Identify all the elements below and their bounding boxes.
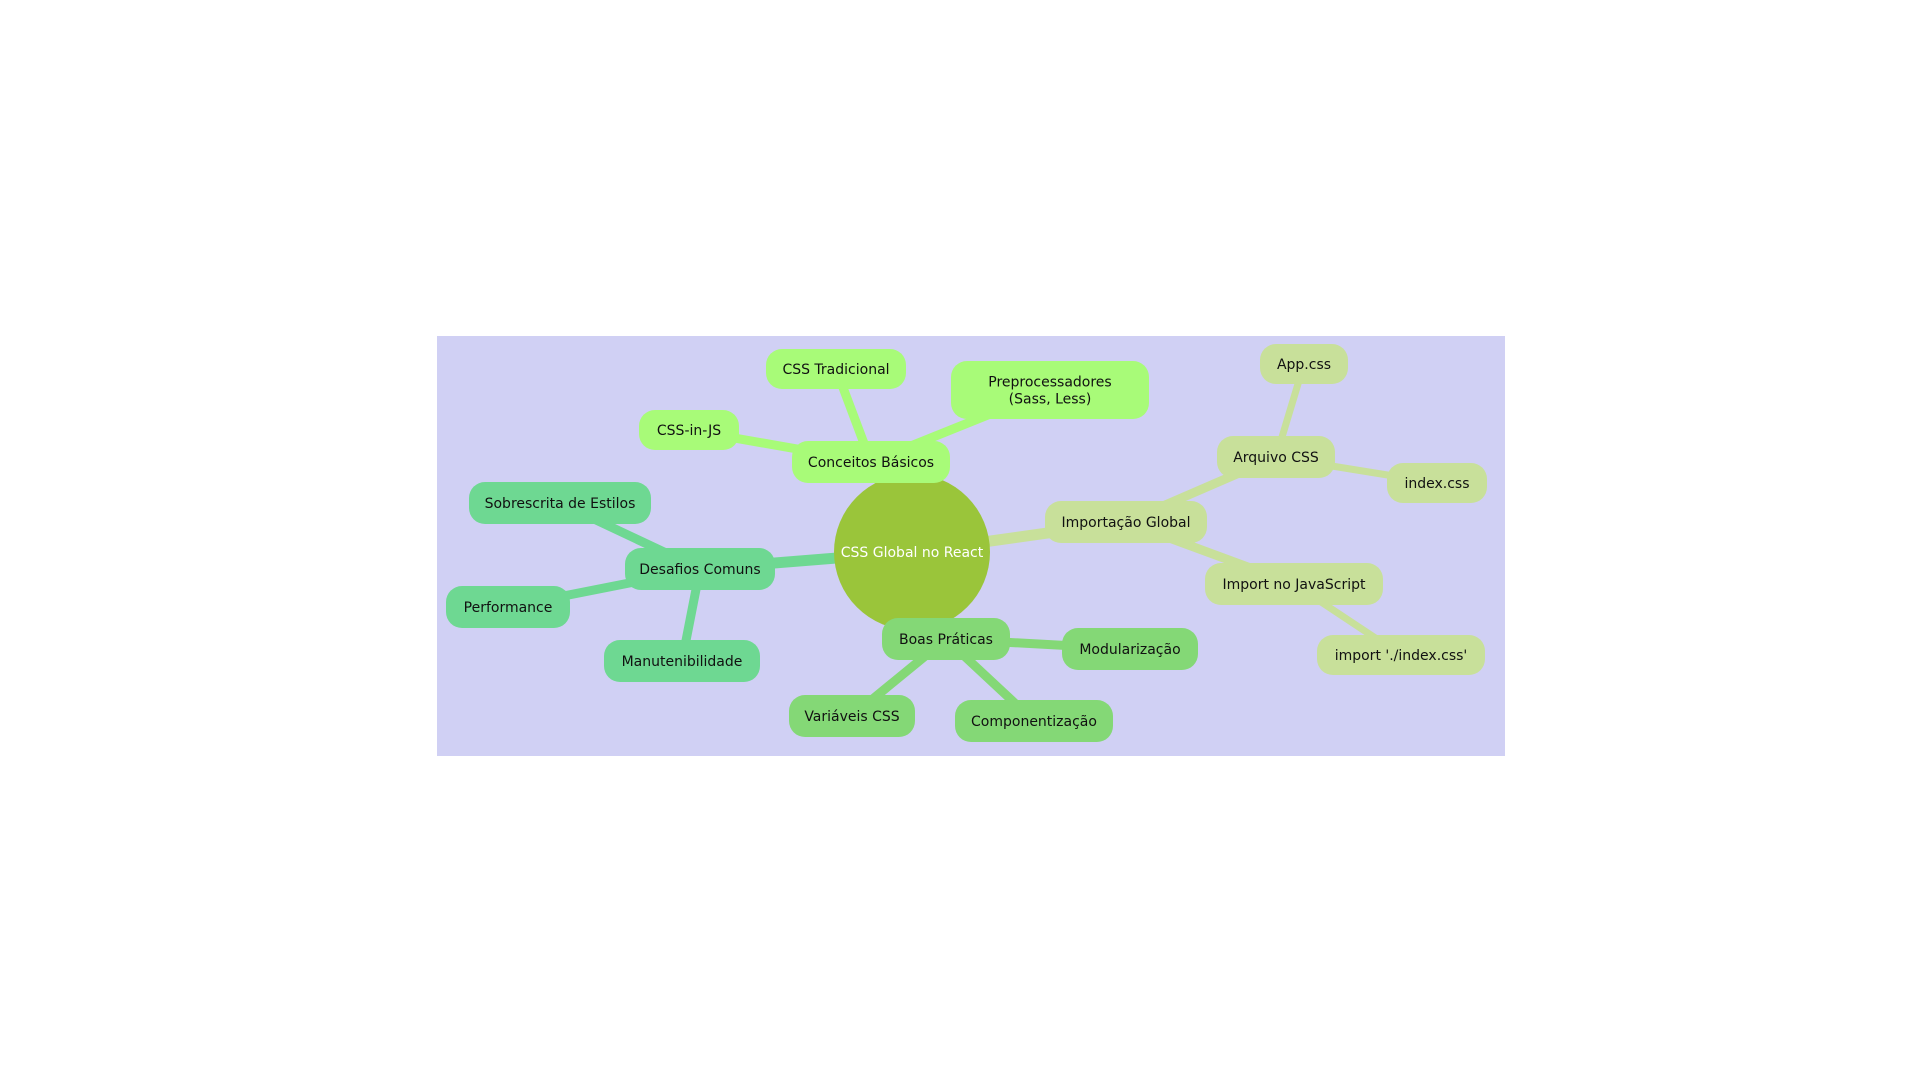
node-import-js[interactable]: Import no JavaScript	[1205, 563, 1383, 605]
node-performance-shape	[446, 586, 570, 628]
node-css-tradicional-shape	[766, 349, 906, 389]
node-preprocessadores-label: Preprocessadores(Sass, Less)	[988, 375, 1111, 408]
node-variaveis-label: Variáveis CSS	[804, 709, 899, 725]
node-css-in-js[interactable]: CSS-in-JS	[639, 410, 739, 450]
node-root-shape	[834, 474, 990, 630]
node-boas-praticas-shape	[882, 618, 1010, 660]
node-boas-praticas[interactable]: Boas Práticas	[882, 618, 1010, 660]
node-arquivo-css-shape	[1217, 436, 1335, 478]
node-arquivo-css[interactable]: Arquivo CSS	[1217, 436, 1335, 478]
node-css-tradicional[interactable]: CSS Tradicional	[766, 349, 906, 389]
node-preprocessadores[interactable]: Preprocessadores(Sass, Less)	[951, 361, 1149, 419]
node-import-stmt-shape	[1317, 635, 1485, 675]
node-import-stmt-label: import './index.css'	[1335, 648, 1468, 664]
node-index-css[interactable]: index.css	[1387, 463, 1487, 503]
node-manutenibilidade-shape	[604, 640, 760, 682]
mindmap-nodes: CSS Global no React Conceitos Básicos CSS …	[446, 344, 1487, 742]
node-componentizacao[interactable]: Componentização	[955, 700, 1113, 742]
node-preprocessadores-shape	[951, 361, 1149, 419]
node-variaveis-shape	[789, 695, 915, 737]
node-variaveis[interactable]: Variáveis CSS	[789, 695, 915, 737]
node-conceitos-label: Conceitos Básicos	[808, 455, 934, 471]
node-root-label: CSS Global no React	[841, 545, 984, 561]
node-modularizacao[interactable]: Modularização	[1062, 628, 1198, 670]
node-desafios[interactable]: Desafios Comuns	[625, 548, 775, 590]
node-conceitos-shape	[792, 441, 950, 483]
node-css-in-js-label: CSS-in-JS	[657, 423, 721, 439]
node-index-css-shape	[1387, 463, 1487, 503]
node-componentizacao-label: Componentização	[971, 714, 1097, 730]
node-import-stmt[interactable]: import './index.css'	[1317, 635, 1485, 675]
node-conceitos[interactable]: Conceitos Básicos	[792, 441, 950, 483]
node-importacao-label: Importação Global	[1062, 515, 1191, 531]
node-import-js-shape	[1205, 563, 1383, 605]
node-performance[interactable]: Performance	[446, 586, 570, 628]
node-desafios-label: Desafios Comuns	[639, 562, 760, 578]
node-import-js-label: Import no JavaScript	[1223, 577, 1366, 593]
node-boas-praticas-label: Boas Práticas	[899, 632, 993, 648]
node-sobrescrita-shape	[469, 482, 651, 524]
node-importacao[interactable]: Importação Global	[1045, 501, 1207, 543]
node-css-in-js-shape	[639, 410, 739, 450]
node-app-css-shape	[1260, 344, 1348, 384]
node-app-css[interactable]: App.css	[1260, 344, 1348, 384]
node-manutenibilidade[interactable]: Manutenibilidade	[604, 640, 760, 682]
node-sobrescrita-label: Sobrescrita de Estilos	[485, 496, 636, 512]
node-sobrescrita[interactable]: Sobrescrita de Estilos	[469, 482, 651, 524]
node-manutenibilidade-label: Manutenibilidade	[622, 654, 743, 670]
node-css-tradicional-label: CSS Tradicional	[782, 362, 889, 378]
node-desafios-shape	[625, 548, 775, 590]
node-arquivo-css-label: Arquivo CSS	[1233, 450, 1319, 466]
node-index-css-label: index.css	[1404, 476, 1469, 492]
node-componentizacao-shape	[955, 700, 1113, 742]
node-modularizacao-label: Modularização	[1079, 642, 1180, 658]
node-modularizacao-shape	[1062, 628, 1198, 670]
node-app-css-label: App.css	[1277, 357, 1331, 373]
node-performance-label: Performance	[464, 600, 553, 616]
node-importacao-shape	[1045, 501, 1207, 543]
node-root[interactable]: CSS Global no React	[834, 474, 990, 630]
